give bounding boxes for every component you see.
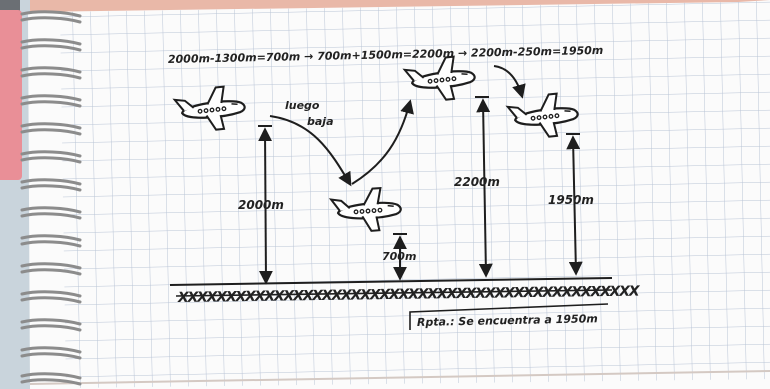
ground-line: XXXXXXXXXXXXXXXXXXXXXXXXXXXXXXXXXXXXXXXX… — [169, 277, 641, 306]
height-marker-2200 — [475, 96, 493, 278]
height-marker-700 — [393, 233, 407, 281]
answer-text: Rpta.: Se encuentra a 1950m — [417, 312, 598, 329]
svg-text:XXXXXXXXXXXXXXXXXXXXXXXXXXXXXX: XXXXXXXXXXXXXXXXXXXXXXXXXXXXXXXXXXXXXXXX… — [177, 284, 641, 306]
height-label-2200: 2200m — [454, 175, 500, 189]
pink-tab — [0, 10, 22, 180]
descend-label-line2: baja — [307, 115, 334, 128]
height-marker-1950 — [566, 133, 583, 276]
spiral-binding — [20, 10, 82, 386]
height-label-1950: 1950m — [548, 193, 594, 207]
descend-arrow — [269, 115, 352, 187]
shift-arrow — [493, 65, 526, 99]
climb-arrow — [351, 99, 414, 185]
answer-bracket — [409, 303, 609, 330]
height-label-2000: 2000m — [238, 198, 284, 212]
height-label-700: 700m — [382, 250, 416, 263]
paper-bottom-edge — [29, 370, 770, 385]
descend-label-line1: luego — [285, 99, 320, 112]
height-marker-2000 — [258, 125, 273, 285]
